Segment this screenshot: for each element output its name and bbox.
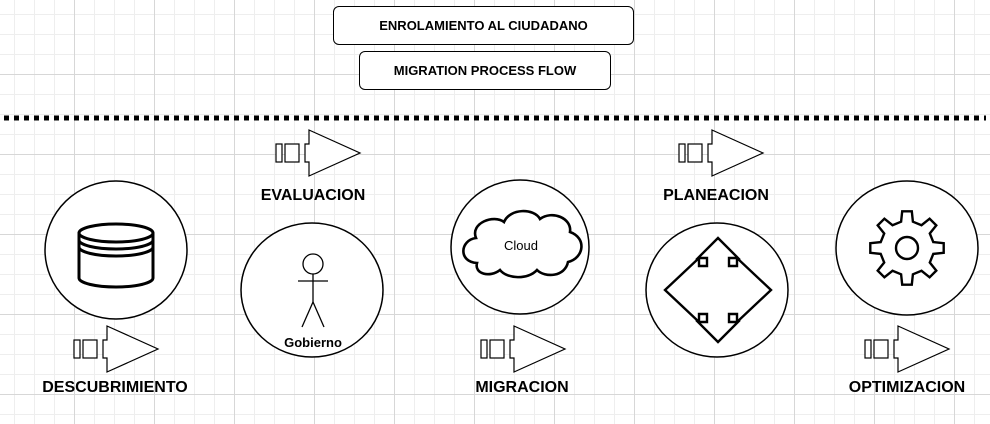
cloud-icon	[462, 209, 583, 279]
stage-label-descubrimiento: DESCUBRIMIENTO	[42, 379, 188, 396]
stage-label-migracion: MIGRACION	[475, 379, 569, 396]
move-arrows-icon	[663, 236, 773, 344]
step-arrow-icon	[480, 325, 567, 373]
stage-label-evaluacion: EVALUACION	[260, 187, 366, 204]
stage-label-optimizacion: OPTIMIZACION	[848, 379, 966, 396]
step-arrow-icon	[275, 129, 362, 177]
title-secondary: MIGRATION PROCESS FLOW	[393, 63, 577, 78]
stage-descubrimiento-circle	[44, 180, 188, 320]
actor-icon	[298, 253, 328, 328]
step-arrow-icon	[678, 129, 765, 177]
cloud-label: Cloud	[504, 238, 538, 253]
database-icon	[77, 222, 155, 289]
gear-hole	[894, 235, 920, 261]
step-arrow-icon	[864, 325, 951, 373]
stage-planeacion-circle	[645, 222, 789, 358]
step-arrow-icon	[73, 325, 160, 373]
stage-migracion-circle: Cloud	[450, 179, 590, 315]
title-box-migration-flow: MIGRATION PROCESS FLOW	[359, 51, 611, 90]
stage-evaluacion-circle: Gobierno	[240, 222, 384, 358]
title-box-enrolamiento: ENROLAMIENTO AL CIUDADANO	[333, 6, 634, 45]
stage-label-planeacion: PLANEACION	[663, 187, 769, 204]
stage-optimizacion-circle	[835, 180, 979, 316]
actor-label: Gobierno	[284, 335, 342, 350]
title-primary: ENROLAMIENTO AL CIUDADANO	[379, 18, 588, 33]
